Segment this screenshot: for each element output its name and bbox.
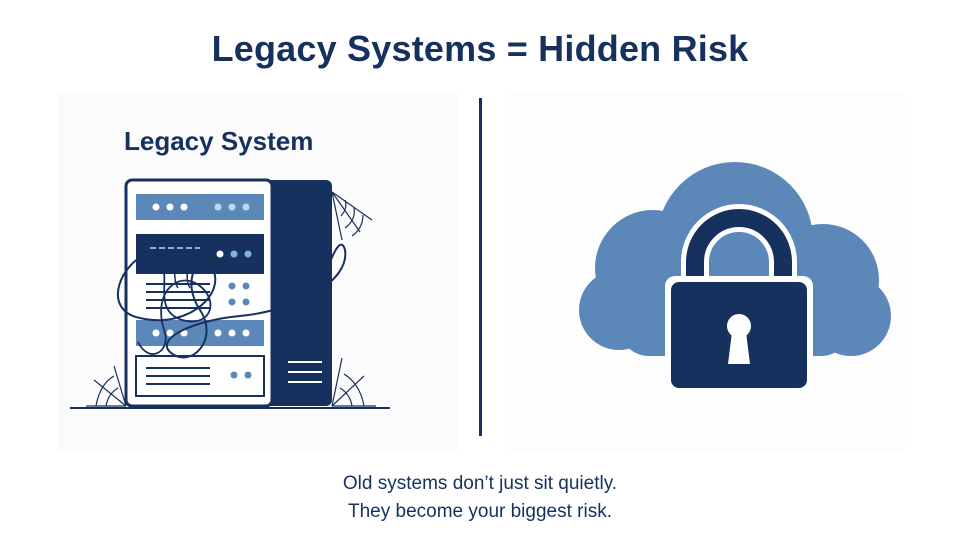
caption-line-2: They become your biggest risk.: [347, 501, 612, 522]
caption-line-1: Old systems don’t just sit quietly.: [342, 473, 618, 494]
center-divider: [479, 98, 482, 436]
legacy-server-rack-with-cobwebs-icon: [70, 178, 390, 409]
cloud-padlock-icon: [579, 162, 891, 394]
slide-title: Legacy Systems = Hidden Risk: [211, 28, 749, 69]
legacy-system-label: Legacy System: [124, 126, 314, 156]
